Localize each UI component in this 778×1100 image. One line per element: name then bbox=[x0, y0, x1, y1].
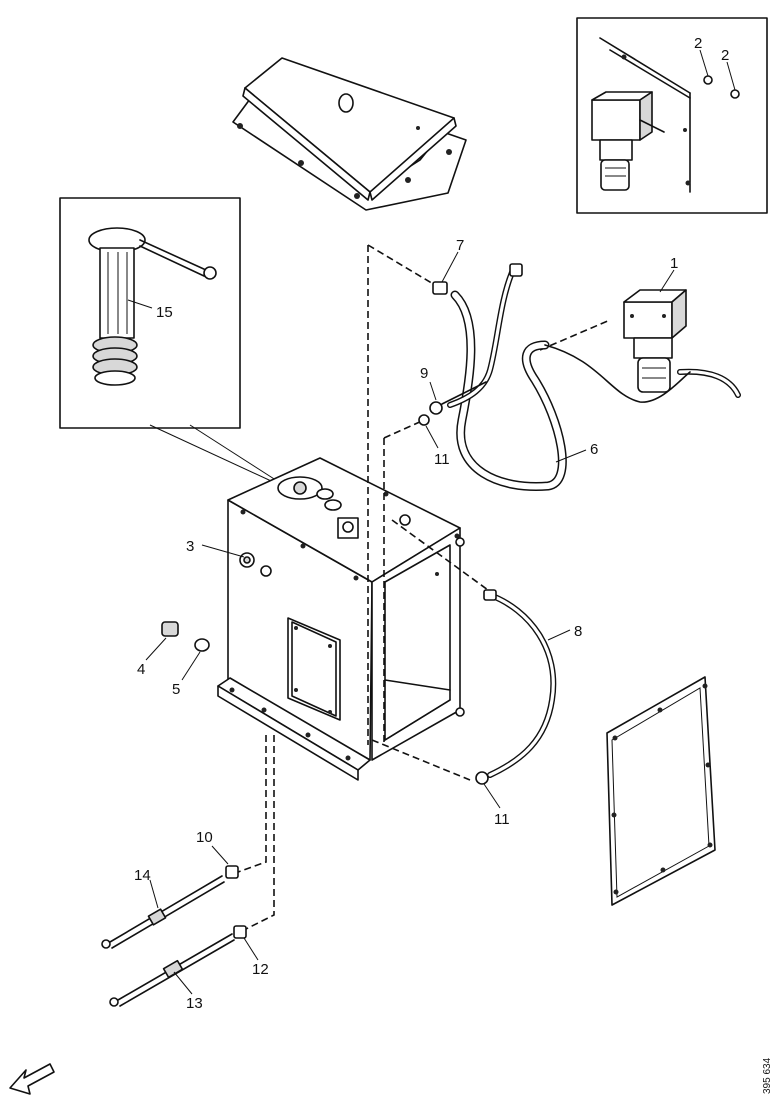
fuel-tank bbox=[217, 457, 465, 781]
callout-4: 4 bbox=[137, 661, 145, 678]
inset-pump-mount bbox=[576, 17, 768, 214]
callout-13: 13 bbox=[186, 995, 203, 1012]
callout-7: 7 bbox=[456, 237, 464, 254]
callout-6: 6 bbox=[590, 441, 598, 458]
inset-sender-unit bbox=[59, 197, 283, 487]
tank-cover bbox=[232, 57, 467, 211]
callout-2a: 2 bbox=[694, 35, 702, 52]
callouts: 1 2 2 3 4 5 6 7 8 9 10 11 11 12 13 14 15 bbox=[134, 35, 729, 1012]
callout-10: 10 bbox=[196, 829, 213, 846]
side-panel bbox=[606, 676, 716, 906]
callout-1: 1 bbox=[670, 255, 678, 272]
arrow-front-icon bbox=[9, 1063, 55, 1095]
callout-12: 12 bbox=[252, 961, 269, 978]
routing-lines bbox=[237, 244, 611, 931]
hoses bbox=[447, 267, 741, 778]
callout-2b: 2 bbox=[721, 47, 729, 64]
callout-8: 8 bbox=[574, 623, 582, 640]
fuel-pump bbox=[623, 289, 687, 393]
callout-5: 5 bbox=[172, 681, 180, 698]
callout-14: 14 bbox=[134, 867, 151, 884]
reference-code: 395 634 bbox=[762, 1057, 773, 1094]
callout-9: 9 bbox=[420, 365, 428, 382]
callout-3: 3 bbox=[186, 538, 194, 555]
callout-11b: 11 bbox=[494, 811, 510, 828]
fittings bbox=[101, 263, 523, 1007]
leader-lines bbox=[145, 251, 675, 995]
callout-15: 15 bbox=[156, 304, 173, 321]
callout-11a: 11 bbox=[434, 451, 450, 468]
